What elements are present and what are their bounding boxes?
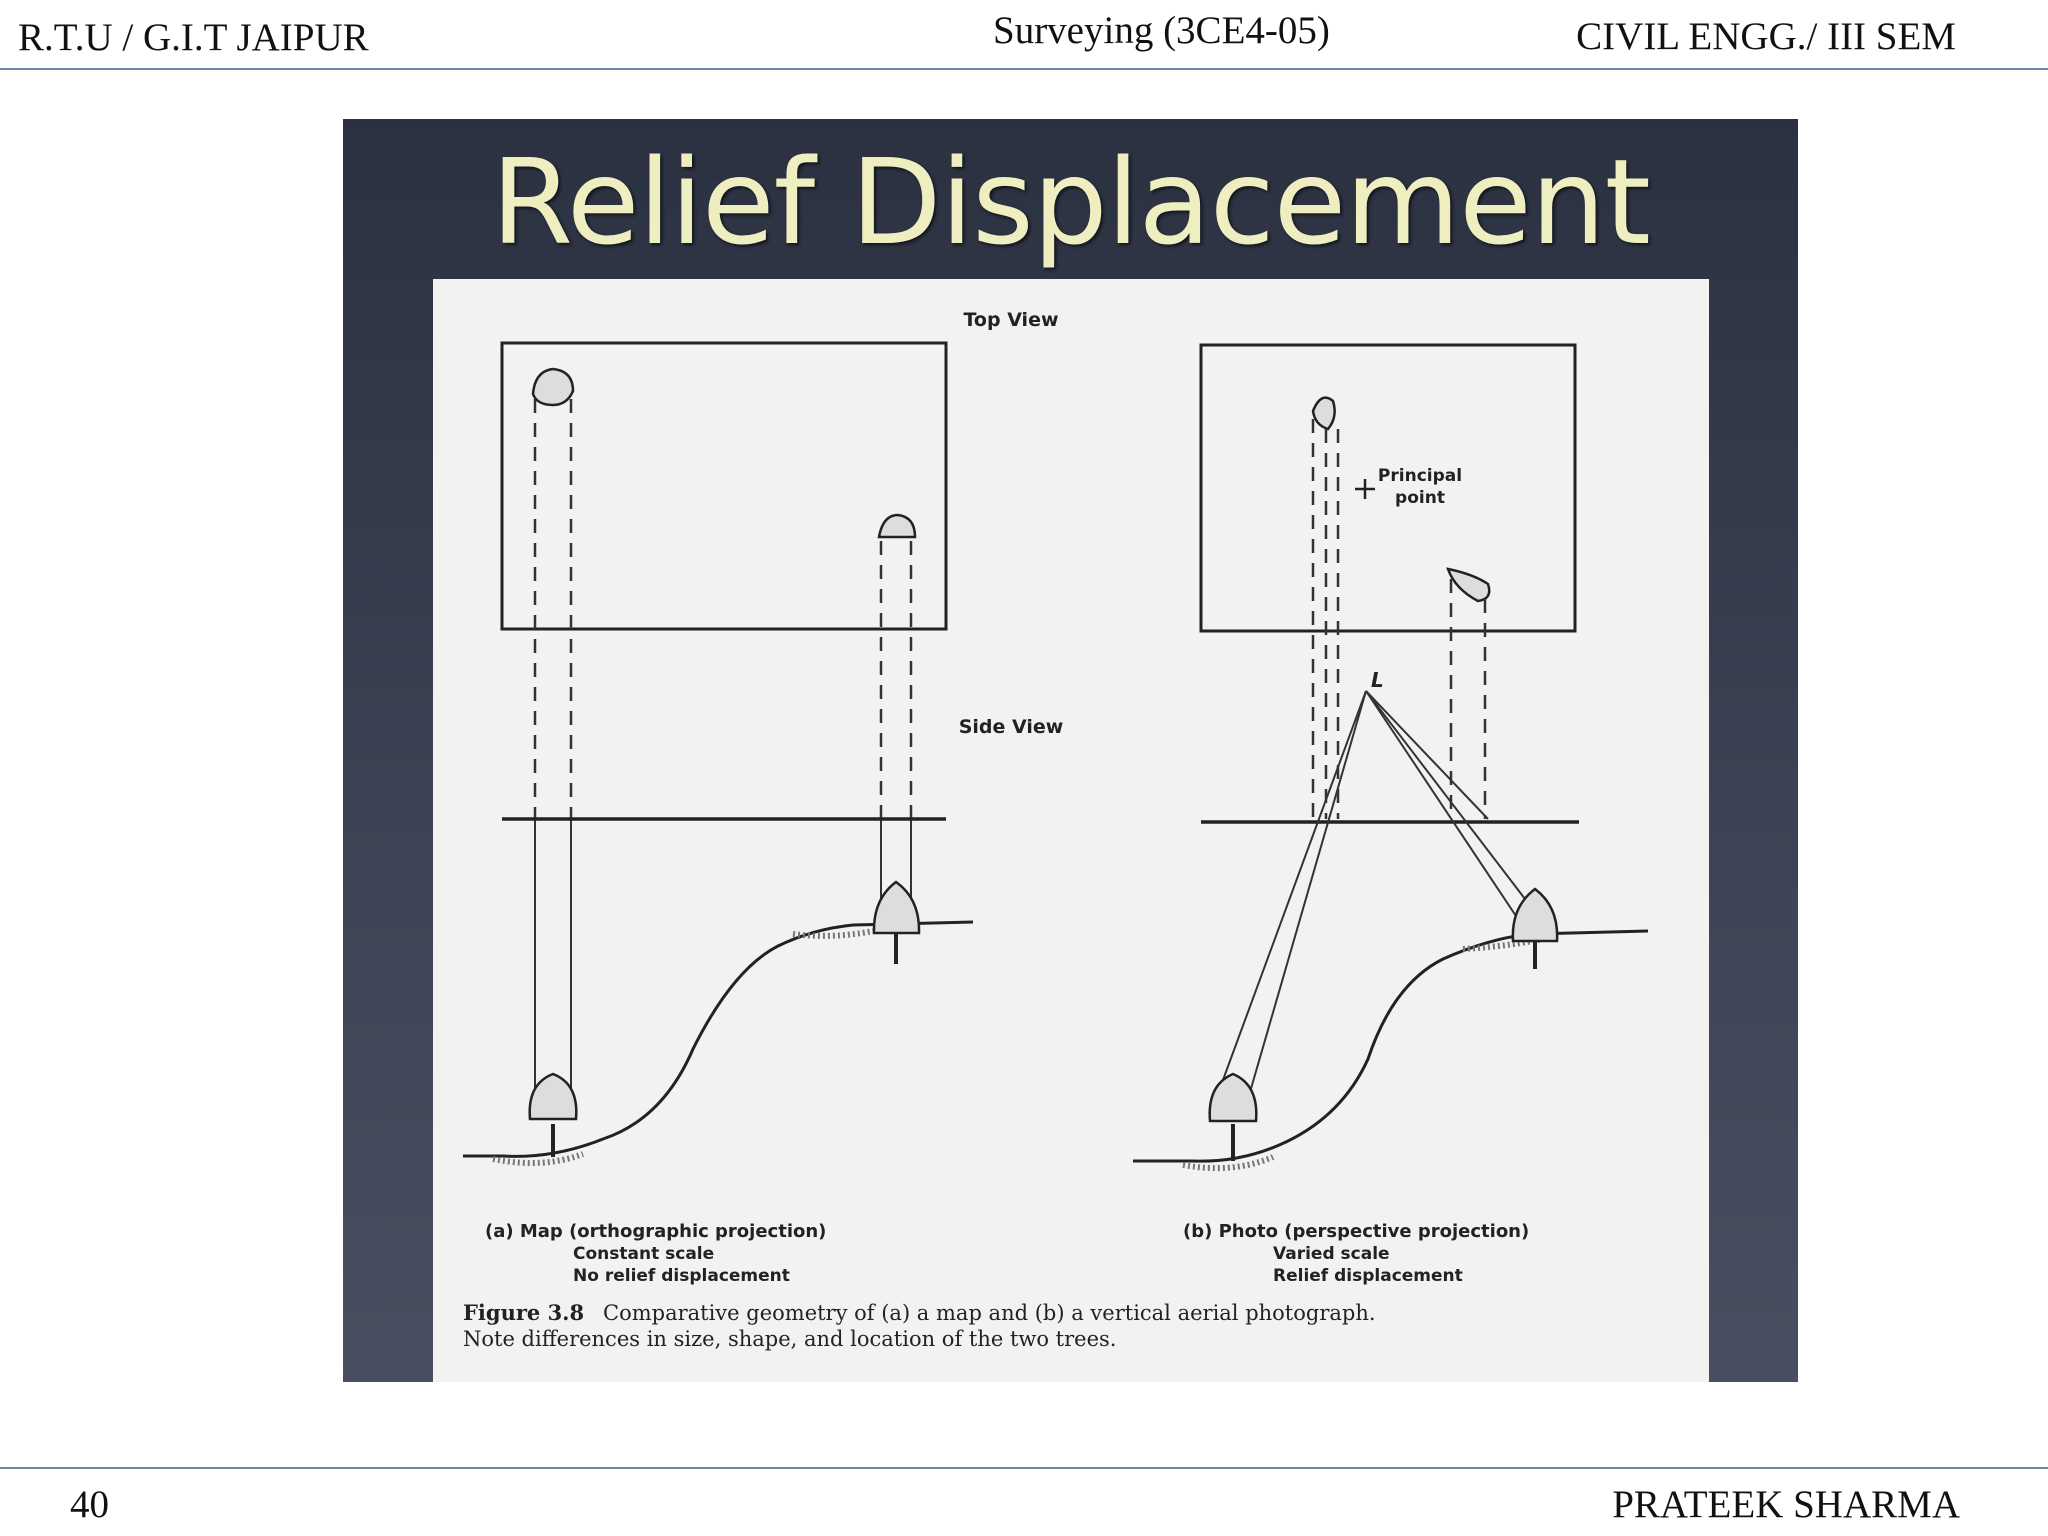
slide-title: Relief Displacement <box>491 133 1651 271</box>
figure-caption-line2: Note differences in size, shape, and loc… <box>463 1327 1116 1351</box>
header-institution: R.T.U / G.I.T JAIPUR <box>18 16 369 59</box>
caption-a-scale: Constant scale <box>573 1244 714 1264</box>
terrain-profile <box>1133 929 1649 1163</box>
lens-label: L <box>1371 668 1384 692</box>
displaced-crown-icon <box>1311 396 1336 431</box>
figure-caption-line1: Comparative geometry of (a) a map and (b… <box>603 1301 1376 1325</box>
displaced-crown-icon <box>1446 567 1491 603</box>
header-course: Surveying (3CE4-05) <box>993 9 1330 52</box>
header-semester: CIVIL ENGG./ III SEM <box>1576 15 1956 58</box>
slide-image: Relief Displacement <box>343 119 1798 1382</box>
photo-top-view-frame <box>1199 343 1577 633</box>
caption-b-displacement: Relief displacement <box>1273 1266 1463 1286</box>
terrain-profile <box>463 920 974 1158</box>
top-view-label: Top View <box>963 309 1058 331</box>
principal-point-label: Principal <box>1378 466 1462 486</box>
relief-displacement-figure: L Top View Side View Principal point (a)… <box>433 279 1709 1382</box>
footer-rule <box>0 1467 2048 1469</box>
caption-a-displacement: No relief displacement <box>573 1266 790 1286</box>
caption-b-title: (b) Photo (perspective projection) <box>1183 1221 1529 1242</box>
figure-drawing: L Top View Side View Principal point (a)… <box>463 309 1649 1351</box>
caption-a-title: (a) Map (orthographic projection) <box>485 1221 826 1242</box>
tree-crown-top-icon <box>877 513 917 539</box>
author-name: PRATEEK SHARMA <box>1612 1483 1960 1526</box>
page-number: 40 <box>70 1483 109 1526</box>
header-rule <box>0 68 2048 70</box>
map-top-view-frame <box>500 341 948 631</box>
tree-low-icon <box>528 1072 578 1157</box>
principal-point-label: point <box>1395 488 1445 508</box>
tree-high-icon <box>872 880 921 964</box>
tree-low-icon <box>1208 1072 1258 1161</box>
tree-crown-top-icon <box>531 367 575 407</box>
side-view-label: Side View <box>959 716 1064 738</box>
figure-number: Figure 3.8 <box>463 1300 584 1325</box>
tree-high-icon <box>1511 887 1559 969</box>
caption-b-scale: Varied scale <box>1273 1244 1390 1264</box>
